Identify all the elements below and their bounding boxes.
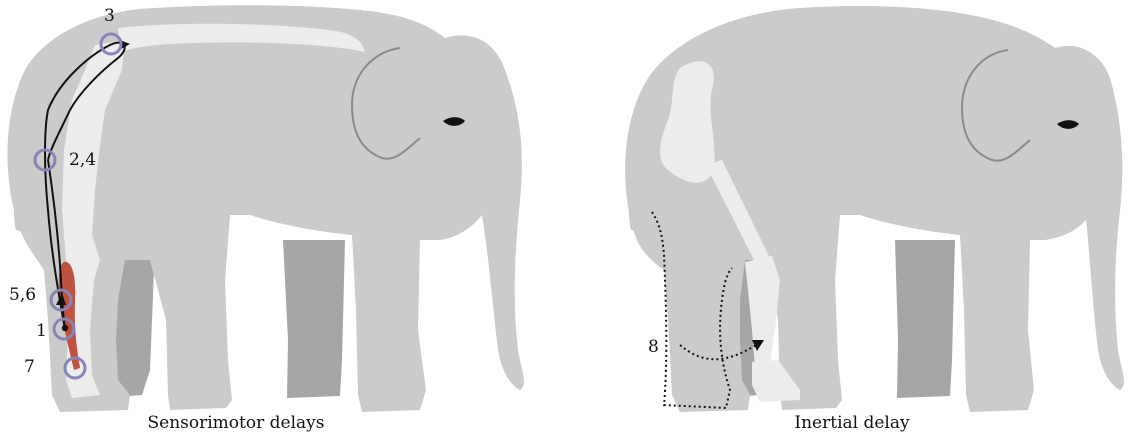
panel-inertial: 8 Inertial delay (625, 6, 1124, 433)
far-fore-leg-r (895, 240, 955, 398)
label-7: 7 (24, 357, 35, 377)
panel-sensorimotor: 3 2,4 5,6 1 7 Sensorimotor delays (8, 5, 524, 433)
label-3: 3 (104, 6, 115, 26)
caption-sensorimotor: Sensorimotor delays (148, 413, 325, 433)
far-fore-leg (283, 240, 345, 398)
caption-inertial: Inertial delay (794, 413, 910, 433)
muscle-dot (62, 325, 68, 331)
label-5-6: 5,6 (9, 285, 36, 305)
label-2-4: 2,4 (69, 150, 96, 170)
label-8: 8 (648, 337, 659, 357)
label-1: 1 (36, 321, 47, 341)
